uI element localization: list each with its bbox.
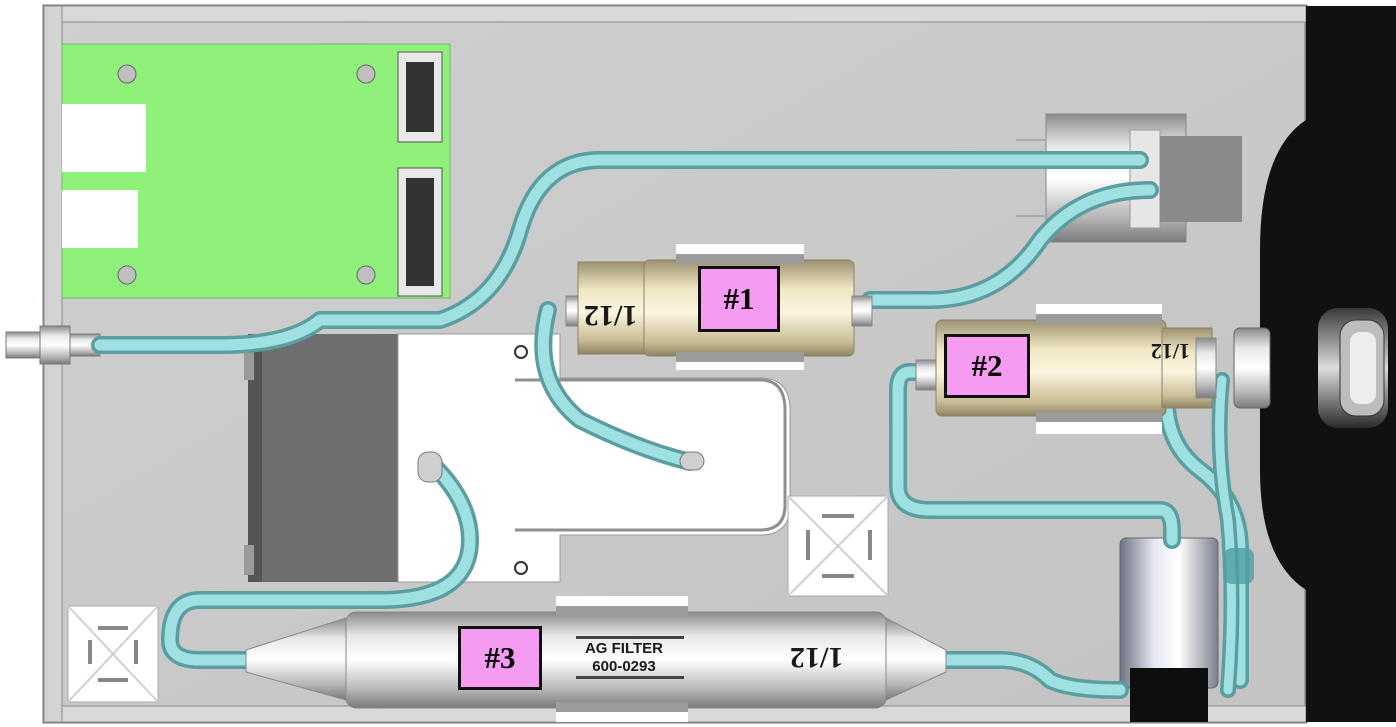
tubing (91, 151, 1249, 699)
tie-mount-center (787, 495, 889, 597)
mounting-block (248, 334, 398, 582)
sample-vial (1119, 537, 1219, 722)
callout-filter-3: #3 (458, 626, 542, 690)
mounting-block-shade (248, 334, 262, 582)
tie-mount-left (67, 605, 159, 703)
filter-3-title: AG FILTER (584, 640, 664, 657)
filter-3-marking: 1/12 (790, 641, 844, 674)
circuit-board (61, 43, 451, 299)
inlet-fitting (5, 325, 101, 365)
filter-3-part-number: 600-0293 (592, 658, 656, 675)
enclosure-top-rail (43, 5, 1307, 23)
panel-knob (1318, 308, 1388, 428)
tube-tip (417, 451, 443, 483)
filter-1-marking: 1/12 (584, 299, 638, 332)
callout-filter-1: #1 (698, 266, 780, 332)
filter-2-marking: 1/12 (1150, 339, 1190, 364)
callout-filter-2: #2 (944, 334, 1030, 398)
tube-tip (679, 451, 705, 471)
